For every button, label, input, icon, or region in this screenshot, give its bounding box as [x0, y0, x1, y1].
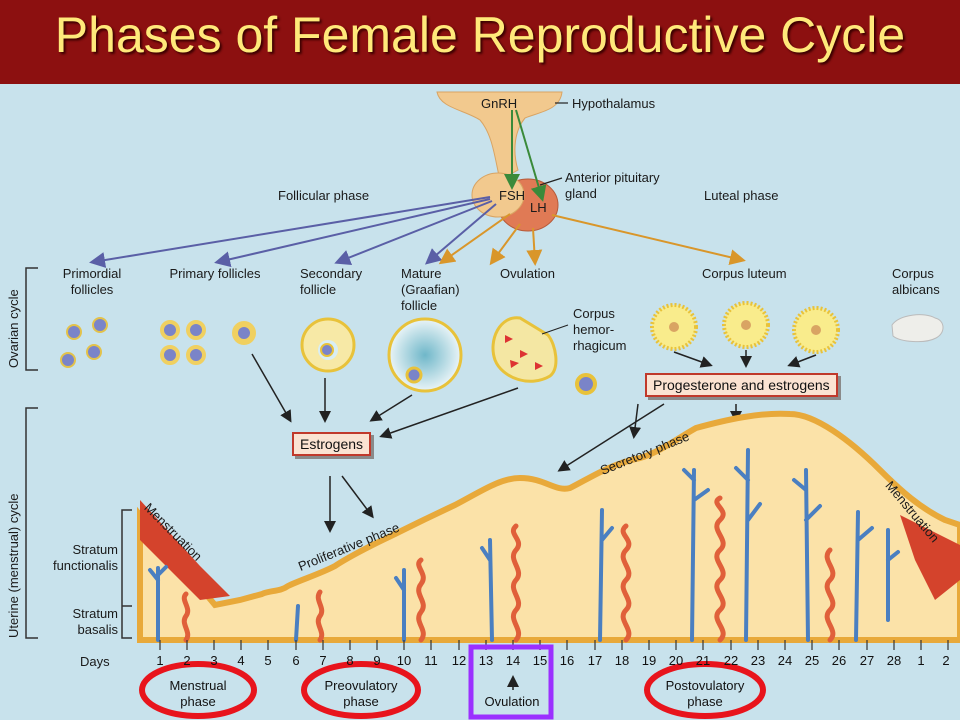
day-label: 17 [587, 653, 603, 668]
day-label: 9 [373, 653, 381, 668]
days-label: Days [80, 654, 110, 669]
slide-title: Phases of Female Reproductive Cycle [54, 7, 906, 63]
day-label: 3 [210, 653, 218, 668]
uterine-bracket [25, 407, 38, 639]
primary-follicles-image [160, 320, 256, 365]
day-label: 5 [264, 653, 272, 668]
lh-arrows [438, 213, 746, 266]
day-label: 22 [723, 653, 739, 668]
day-label: 18 [614, 653, 630, 668]
postovulatory-phase-label: Postovulatory phase [665, 678, 745, 709]
anterior-pituitary-label: Anterior pituitary gland [565, 170, 660, 201]
spiral-arteries [181, 495, 836, 643]
ovulation-stage-label: Ovulation [500, 266, 555, 281]
estrogens-box: Estrogens [292, 432, 372, 456]
lh-label: LH [530, 200, 547, 215]
primordial-follicles-image [60, 317, 108, 368]
preovulatory-phase-highlight [301, 661, 421, 719]
day-label: 2 [183, 653, 191, 668]
menstrual-phase-label: Menstrual phase [169, 678, 227, 709]
cycle-diagram [25, 91, 960, 720]
menstrual-phase-highlight [139, 661, 257, 719]
ovulation-highlight [468, 644, 554, 720]
day-label: 2 [942, 653, 950, 668]
primary-follicles-label: Primary follicles [169, 266, 261, 281]
hormone-arrows [251, 350, 817, 533]
day-label: 10 [396, 653, 412, 668]
corpus-albicans-label: Corpus albicans [892, 266, 940, 297]
day-label: 15 [532, 653, 548, 668]
gnrh-label: GnRH [481, 96, 518, 111]
corpus-hemorrhagicum-label: Corpus hemor- rhagicum [573, 306, 627, 353]
endometrium [137, 410, 960, 643]
ovulation-image [491, 316, 597, 395]
strata-bracket [121, 509, 132, 639]
progesterone-box: Progesterone and estrogens [645, 373, 838, 397]
day-label: 26 [831, 653, 847, 668]
graafian-follicle-label: Mature (Graafian) follicle [401, 266, 460, 313]
corpus-albicans-image [891, 314, 944, 343]
day-label: 24 [777, 653, 793, 668]
graafian-follicle-image [387, 317, 463, 393]
day-label: 4 [237, 653, 245, 668]
day-label: 25 [804, 653, 820, 668]
ovarian-bracket [25, 267, 38, 371]
day-ticks [159, 640, 949, 650]
stratum-functionalis-label: Stratum functionalis [52, 542, 118, 573]
hypothalamus-pituitary [436, 91, 568, 232]
day-label: 8 [346, 653, 354, 668]
day-label: 16 [559, 653, 575, 668]
day-label: 27 [859, 653, 875, 668]
secondary-follicle-image [300, 317, 356, 373]
preovulatory-phase-label: Preovulatory phase [324, 678, 398, 709]
postovulatory-phase-highlight [644, 661, 766, 719]
title-bar [0, 0, 960, 84]
uterine-cycle-label: Uterine (menstrual) cycle [6, 493, 21, 639]
day-label: 13 [478, 653, 494, 668]
stratum-basalis-label: Stratum basalis [72, 606, 118, 637]
primordial-follicles-label: Primordial follicles [62, 266, 122, 297]
day-label: 19 [641, 653, 657, 668]
day-label: 1 [156, 653, 164, 668]
day-label: 23 [750, 653, 766, 668]
day-label: 1 [917, 653, 925, 668]
day-label: 12 [451, 653, 467, 668]
corpus-luteum-image [650, 301, 840, 354]
day-label: 7 [319, 653, 327, 668]
veins [148, 448, 900, 642]
day-label: 20 [668, 653, 684, 668]
follicular-phase-label: Follicular phase [278, 188, 370, 203]
day-label: 28 [886, 653, 902, 668]
day-label: 11 [424, 653, 438, 668]
day-label: 21 [695, 653, 711, 668]
luteal-phase-label: Luteal phase [704, 188, 779, 203]
corpus-luteum-label: Corpus luteum [702, 266, 787, 281]
day-label: 6 [292, 653, 300, 668]
fsh-arrows [89, 196, 497, 268]
ovulation-phase-label: Ovulation [484, 694, 540, 709]
ovarian-cycle-label: Ovarian cycle [6, 289, 21, 368]
hypothalamus-label: Hypothalamus [572, 96, 656, 111]
fsh-label: FSH [499, 188, 525, 203]
secondary-follicle-label: Secondary follicle [300, 266, 363, 297]
day-label: 14 [505, 653, 521, 668]
